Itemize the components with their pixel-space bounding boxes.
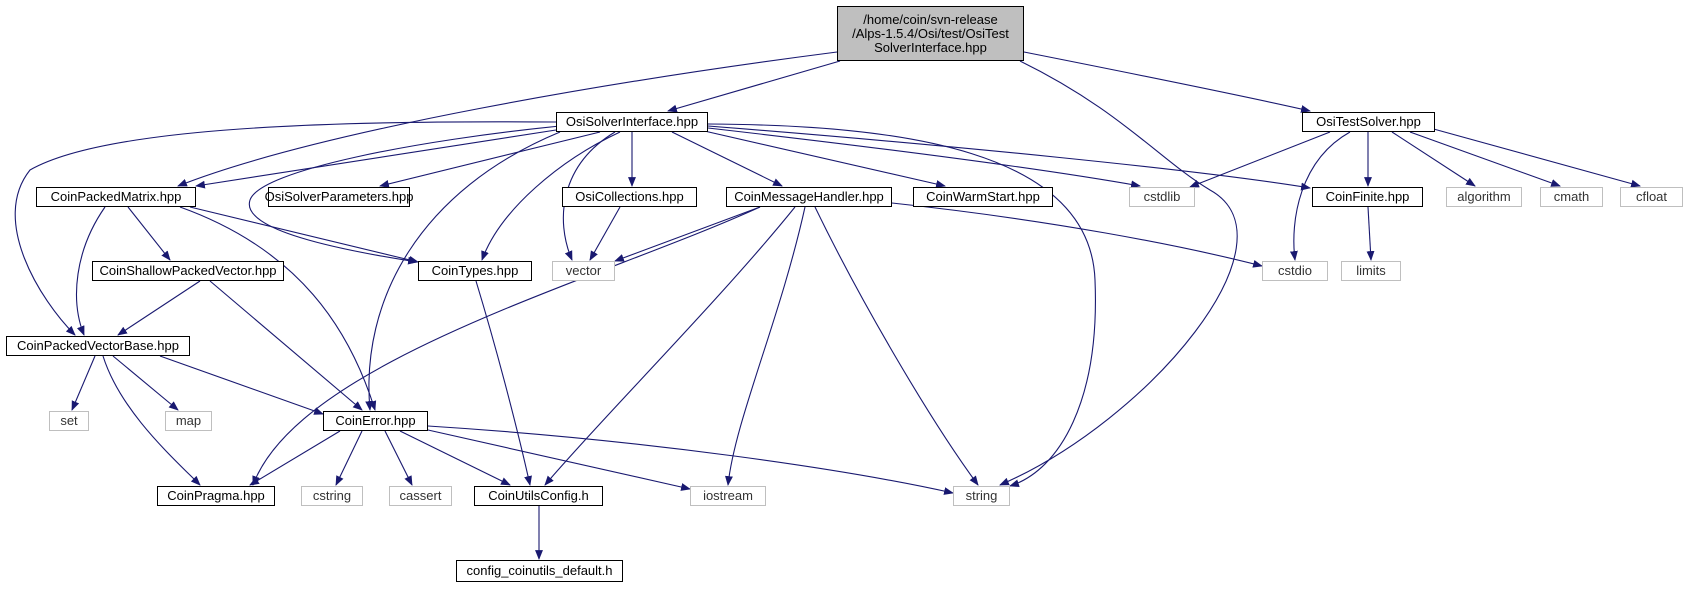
node-cstdio: cstdio <box>1262 261 1328 281</box>
edge-cpm-coinshallowpackedvector <box>127 206 171 261</box>
root-label-line-1: /home/coin/svn-release <box>863 11 998 27</box>
edge-osi-osisolverparameters <box>379 131 601 188</box>
edge-cmh-vector <box>614 206 761 262</box>
edge-cmh-coinpragma <box>252 206 761 486</box>
edge-osi-coinmessagehandler <box>671 131 783 187</box>
edge-cspv-coinpackedvectorbase <box>117 280 201 336</box>
edge-osi-coinerror <box>365 131 561 411</box>
edge-root-ositestsolver <box>1023 51 1311 113</box>
node-vector: vector <box>552 261 615 281</box>
node-root-file: /home/coin/svn-release /Alps-1.5.4/Osi/t… <box>837 6 1024 61</box>
node-algorithm: algorithm <box>1446 187 1522 207</box>
edge-osi-string <box>707 123 1096 488</box>
edge-root-string <box>999 60 1238 486</box>
node-coinpragma[interactable]: CoinPragma.hpp <box>157 486 275 506</box>
edge-cpvb-coinerror <box>159 355 324 415</box>
edge-root-osisolverinterface <box>667 60 841 113</box>
edge-osi-coinpackedvectorbase <box>14 121 557 336</box>
node-limits: limits <box>1341 261 1401 281</box>
edge-osi-coinfinite <box>707 125 1311 191</box>
node-osicollections[interactable]: OsiCollections.hpp <box>562 187 697 207</box>
node-coinutilsconfig[interactable]: CoinUtilsConfig.h <box>474 486 603 506</box>
edge-cmh-coinutilsconfig <box>544 206 796 486</box>
edge-coinerror-cassert <box>384 430 413 486</box>
edge-cmh-string <box>814 206 979 486</box>
edge-cpvb-map <box>112 355 179 411</box>
edge-coinerror-coinutilsconfig <box>399 430 511 486</box>
node-cmath: cmath <box>1540 187 1603 207</box>
node-osisolverinterface[interactable]: OsiSolverInterface.hpp <box>556 112 708 132</box>
node-cointypes[interactable]: CoinTypes.hpp <box>418 261 532 281</box>
node-coinshallowpackedvector[interactable]: CoinShallowPackedVector.hpp <box>92 261 284 281</box>
node-string: string <box>953 486 1010 506</box>
edge-ots-cfloat <box>1429 127 1641 188</box>
edge-coinerror-coinpragma <box>249 430 341 486</box>
edge-osi-cstdlib <box>707 127 1141 189</box>
edge-cpvb-coinpragma <box>102 355 201 486</box>
node-cstring: cstring <box>301 486 363 506</box>
edge-cointypes-coinutilsconfig <box>475 280 532 486</box>
root-label-line-3: SolverInterface.hpp <box>874 39 987 55</box>
edge-cspv-coinerror <box>209 280 363 411</box>
edge-osi-cointypes-2 <box>248 125 561 265</box>
node-set: set <box>49 411 89 431</box>
edge-coinerror-iostream <box>427 429 691 491</box>
edge-ots-cstdio <box>1289 131 1351 261</box>
node-ositestsolver[interactable]: OsiTestSolver.hpp <box>1302 112 1435 132</box>
node-coinpackedmatrix[interactable]: CoinPackedMatrix.hpp <box>36 187 196 207</box>
edge-osi-coinpackedmatrix <box>195 129 557 189</box>
edge-osi-cointypes <box>481 131 621 261</box>
edge-coinfinite-limits <box>1366 206 1375 261</box>
edge-coinerror-cstring <box>335 430 363 486</box>
node-map: map <box>165 411 212 431</box>
node-coinwarmstart[interactable]: CoinWarmStart.hpp <box>913 187 1053 207</box>
edge-cpm-cointypes <box>189 206 419 264</box>
node-osisolverparameters[interactable]: OsiSolverParameters.hpp <box>265 187 413 207</box>
node-cstdlib: cstdlib <box>1129 187 1195 207</box>
edge-root-coinpackedmatrix <box>177 51 838 187</box>
edge-cmh-iostream <box>725 206 806 486</box>
edge-cmh-cstdio <box>891 202 1263 268</box>
edge-cpm-coinpackedvectorbase <box>76 206 106 336</box>
node-coinerror[interactable]: CoinError.hpp <box>323 411 428 431</box>
node-coinmessagehandler[interactable]: CoinMessageHandler.hpp <box>726 187 892 207</box>
root-label-line-2: /Alps-1.5.4/Osi/test/OsiTest <box>852 25 1009 41</box>
node-coinpackedvectorbase[interactable]: CoinPackedVectorBase.hpp <box>6 336 190 356</box>
edge-collections-vector <box>589 206 621 261</box>
edge-ots-algorithm <box>1391 131 1476 187</box>
edge-coinerror-string <box>427 425 954 495</box>
edge-cpvb-set <box>71 355 96 411</box>
edge-ots-cmath <box>1409 131 1561 187</box>
edge-cpm-coinerror <box>179 206 377 411</box>
edge-ots-cstdlib <box>1189 131 1331 188</box>
node-iostream: iostream <box>690 486 766 506</box>
node-cfloat: cfloat <box>1620 187 1683 207</box>
node-cassert: cassert <box>389 486 452 506</box>
node-config-coinutils-default[interactable]: config_coinutils_default.h <box>456 560 623 582</box>
edge-osi-coinwarmstart <box>699 129 946 188</box>
node-coinfinite[interactable]: CoinFinite.hpp <box>1312 187 1423 207</box>
